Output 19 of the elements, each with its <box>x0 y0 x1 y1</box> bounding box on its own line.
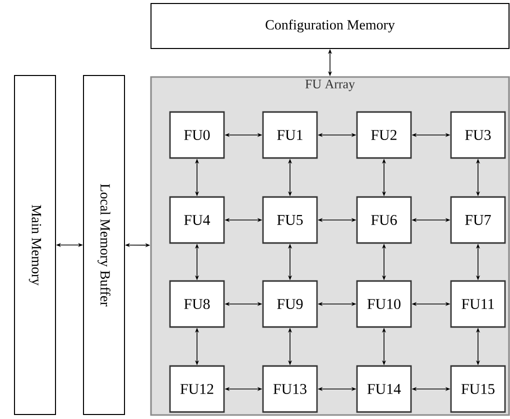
unit-box: FU12 <box>169 365 225 413</box>
unit-box: FU8 <box>169 280 225 328</box>
unit-box: FU10 <box>356 280 412 328</box>
unit-box: FU1 <box>262 111 318 159</box>
unit-box: FU5 <box>262 196 318 244</box>
unit-box: FU6 <box>356 196 412 244</box>
unit-box: FU11 <box>450 280 506 328</box>
unit-box: FU3 <box>450 111 506 159</box>
memory-box: Configuration Memory <box>150 3 510 49</box>
unit-box: FU0 <box>169 111 225 159</box>
unit-box: FU14 <box>356 365 412 413</box>
buffer-box: Local Memory Buffer <box>83 75 125 415</box>
unit-box: FU13 <box>262 365 318 413</box>
unit-box: FU7 <box>450 196 506 244</box>
unit-box: FU4 <box>169 196 225 244</box>
unit-box: FU2 <box>356 111 412 159</box>
unit-box: FU15 <box>450 365 506 413</box>
unit-box: FU9 <box>262 280 318 328</box>
memory-box: Main Memory <box>14 75 56 415</box>
